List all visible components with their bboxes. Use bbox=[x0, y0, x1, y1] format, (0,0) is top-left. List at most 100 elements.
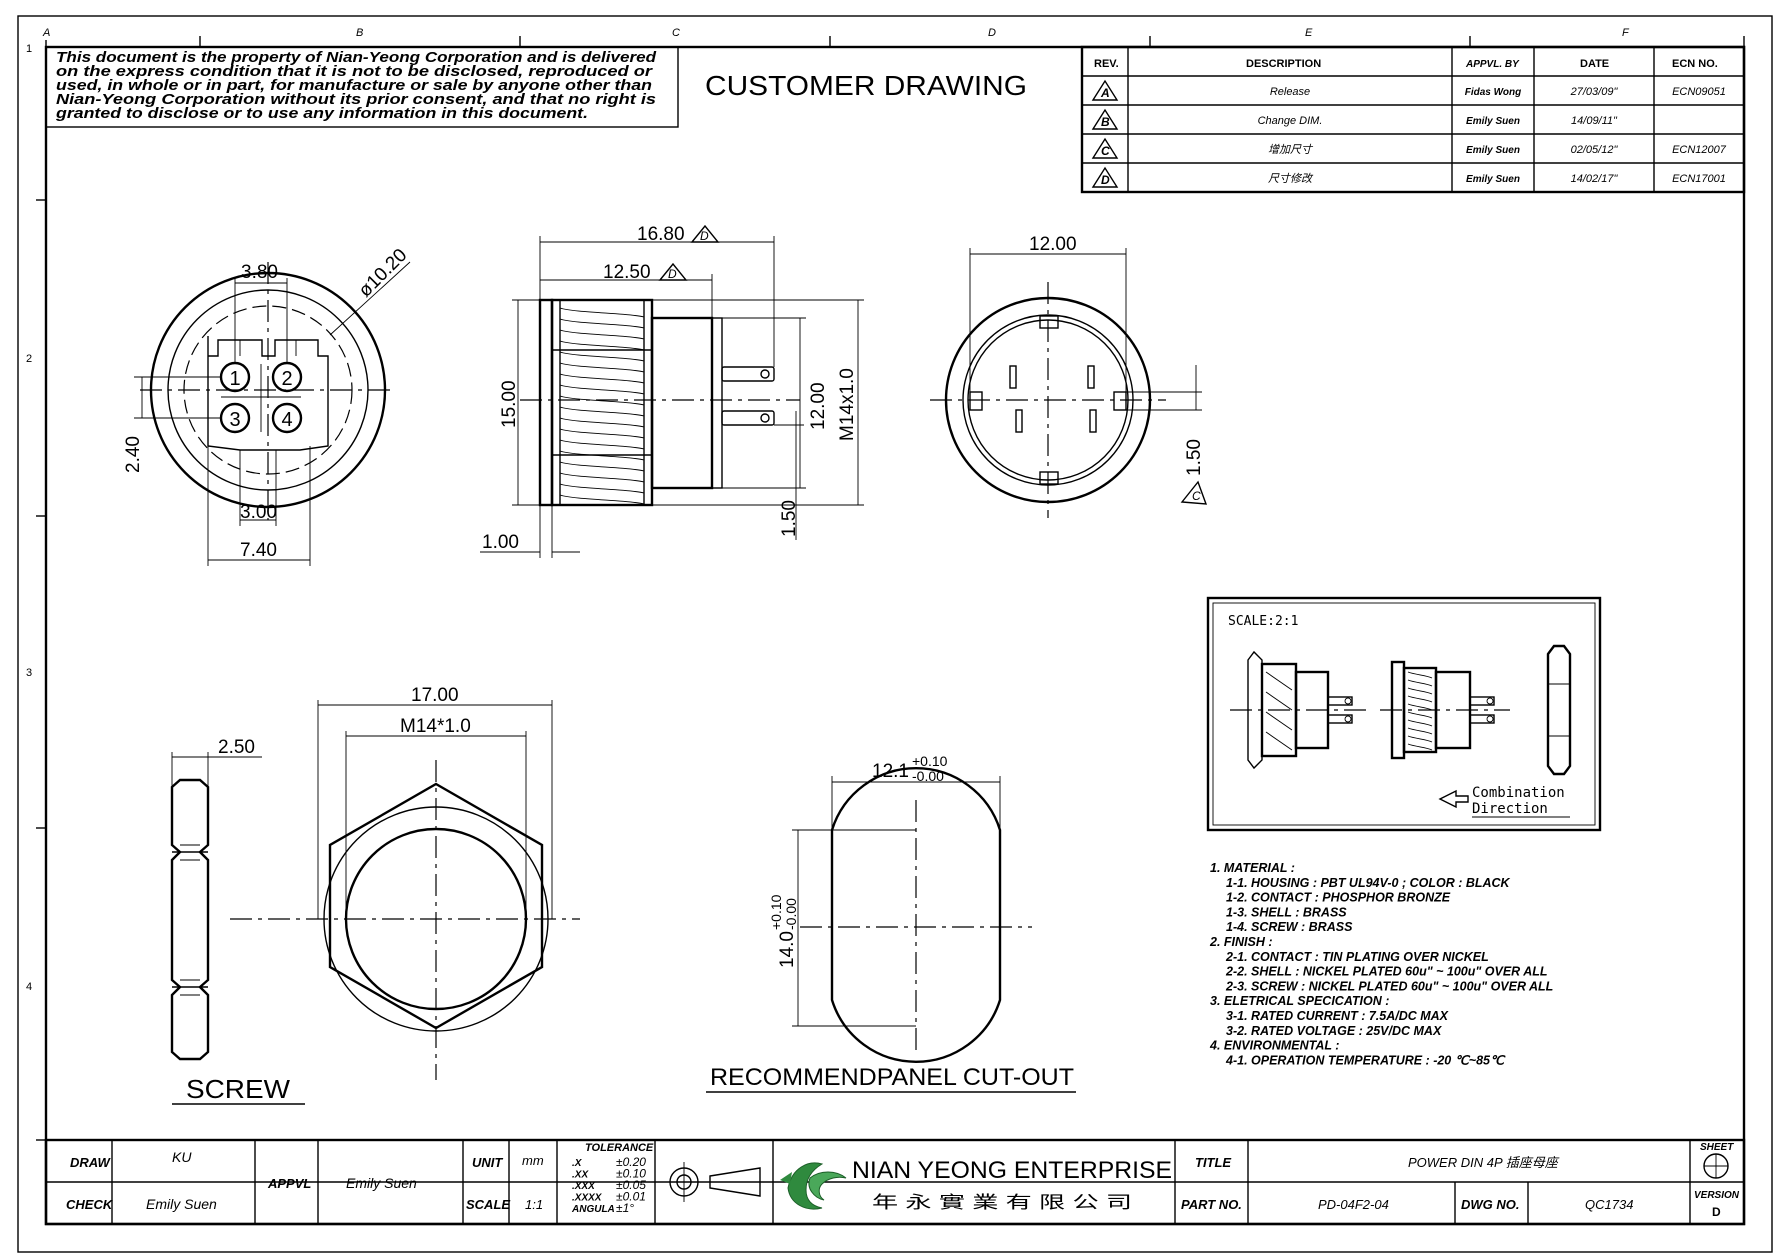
company-name-cn: 年 永 實 業 有 限 公 司 bbox=[872, 1193, 1132, 1212]
dim-screw-width: 17.00 bbox=[411, 685, 459, 706]
screw-face-view: 17.00 M14*1.0 bbox=[230, 685, 580, 1080]
dim-side-pin: 1.50 bbox=[779, 500, 800, 537]
rev-header-rev: REV. bbox=[1094, 58, 1119, 70]
grid-row-4: 4 bbox=[26, 981, 32, 993]
rev-date: 27/03/09" bbox=[1570, 86, 1619, 98]
rev-marker-side-overall: D bbox=[700, 229, 709, 243]
pin-2-circle bbox=[271, 361, 303, 393]
dim-front-diameter: ø10.20 bbox=[355, 245, 412, 302]
label-panel-cutout: RECOMMENDPANEL CUT-OUT bbox=[710, 1064, 1074, 1091]
rev-header-appvl: APPVL. BY bbox=[1465, 59, 1520, 70]
tb-check-value: Emily Suen bbox=[146, 1196, 217, 1212]
note-line: 1-3. SHELL : BRASS bbox=[1226, 905, 1347, 919]
tolerance-key: .XX bbox=[572, 1170, 589, 1181]
grid-col-c: C bbox=[672, 27, 680, 39]
note-line: 3. ELETRICAL SPECICATION : bbox=[1210, 994, 1389, 1008]
rev-header-description: DESCRIPTION bbox=[1246, 58, 1321, 70]
tb-draw-value: KU bbox=[172, 1149, 192, 1165]
notice-line-5: granted to disclose or to use any inform… bbox=[55, 106, 588, 122]
tb-check-label: CHECK bbox=[66, 1197, 114, 1212]
tb-tolerance-label: TOLERANCE bbox=[585, 1142, 654, 1154]
dim-rear-pin: 1.50 bbox=[1184, 439, 1205, 476]
rev-marker-rear-pin: C bbox=[1192, 489, 1201, 503]
note-line: 3-1. RATED CURRENT : 7.5A/DC MAX bbox=[1226, 1009, 1449, 1023]
tolerance-value: ±0.01 bbox=[616, 1190, 646, 1204]
dim-front-bottom: 7.40 bbox=[240, 540, 277, 561]
note-line: 2-3. SCREW : NICKEL PLATED 60u" ~ 100u" … bbox=[1225, 979, 1553, 993]
screw-side-view: 2.50 SCREW bbox=[170, 737, 305, 1105]
dim-side-height: 15.00 bbox=[499, 380, 520, 428]
dim-cutout-height-tol-plus: +0.10 bbox=[768, 894, 784, 930]
grid-col-e: E bbox=[1305, 27, 1313, 39]
note-line: 1-2. CONTACT : PHOSPHOR BRONZE bbox=[1226, 891, 1451, 905]
tb-part-label: PART NO. bbox=[1181, 1197, 1242, 1212]
rev-triangle bbox=[1091, 79, 1119, 101]
grid-rows: 1 2 3 4 bbox=[26, 43, 46, 1141]
dim-cutout-height: 14.0 bbox=[777, 931, 798, 968]
tb-appvl-label: APPVL bbox=[267, 1176, 311, 1191]
grid-col-b: B bbox=[356, 27, 363, 39]
notice-line-3: used, in whole or in part, for manufactu… bbox=[56, 78, 652, 94]
scale-box-direction: Direction bbox=[1472, 801, 1548, 817]
dim-rear-width: 12.00 bbox=[1029, 234, 1077, 255]
notice-line-2: on the express condition that it is not … bbox=[56, 64, 654, 80]
projection-symbol bbox=[664, 1162, 766, 1202]
tolerance-key: .XXXX bbox=[572, 1193, 603, 1204]
pin-3-label: 3 bbox=[229, 409, 240, 431]
note-line: 4. ENVIRONMENTAL : bbox=[1209, 1039, 1339, 1053]
note-line: 2-2. SHELL : NICKEL PLATED 60u" ~ 100u" … bbox=[1225, 965, 1548, 979]
rev-code: B bbox=[1101, 115, 1110, 129]
pin-4-circle bbox=[271, 402, 303, 434]
rev-code: D bbox=[1101, 173, 1110, 187]
rev-marker-side-body: D bbox=[668, 267, 677, 281]
tb-scale-value: 1:1 bbox=[525, 1197, 543, 1212]
side-view: 16.80 D 12.50 D 15.00 12.00 M14x1.0 1.00… bbox=[480, 224, 864, 558]
rev-approved-by: Fidas Wong bbox=[1465, 87, 1521, 98]
tb-unit-label: UNIT bbox=[472, 1155, 503, 1170]
dim-screw-thickness: 2.50 bbox=[218, 737, 255, 758]
company-logo bbox=[780, 1162, 847, 1210]
company-name: NIAN YEONG ENTERPRISE bbox=[852, 1157, 1172, 1184]
dim-side-overall: 16.80 bbox=[637, 224, 685, 245]
revision-table: REV. DESCRIPTION APPVL. BY DATE ECN NO. … bbox=[1080, 45, 1746, 194]
rev-date: 02/05/12" bbox=[1571, 144, 1619, 156]
scale-box-combination: Combination bbox=[1472, 785, 1565, 801]
dim-side-inner: 12.00 bbox=[808, 382, 829, 430]
note-line: 4-1. OPERATION TEMPERATURE : -20 ℃~85℃ bbox=[1225, 1053, 1506, 1067]
rev-code: A bbox=[1100, 86, 1110, 100]
pin-4-label: 4 bbox=[281, 409, 292, 431]
notice-line-1: This document is the property of Nian-Ye… bbox=[56, 50, 657, 66]
tolerance-value: ±0.10 bbox=[616, 1167, 646, 1181]
tb-scale-label: SCALE bbox=[466, 1197, 510, 1212]
tolerance-key: .X bbox=[572, 1158, 583, 1169]
note-line: 2-1. CONTACT : TIN PLATING OVER NICKEL bbox=[1225, 950, 1489, 964]
rev-triangle bbox=[1091, 137, 1119, 159]
dim-front-inner-bottom: 3.00 bbox=[240, 502, 277, 523]
rev-code: C bbox=[1101, 144, 1110, 158]
dim-front-top: 3.80 bbox=[241, 262, 278, 283]
dim-side-body: 12.50 bbox=[603, 262, 651, 283]
pin-1-label: 1 bbox=[229, 368, 240, 390]
tb-part-value: PD-04F2-04 bbox=[1318, 1197, 1389, 1212]
grid-row-3: 3 bbox=[26, 667, 32, 679]
tb-appvl-value: Emily Suen bbox=[346, 1175, 417, 1191]
dim-cutout-width-tol-minus: -0.00 bbox=[912, 768, 944, 784]
tb-unit-value: mm bbox=[522, 1153, 544, 1168]
rev-approved-by: Emily Suen bbox=[1466, 174, 1520, 185]
grid-col-f: F bbox=[1622, 27, 1630, 39]
dim-cutout-width: 12.1 bbox=[872, 761, 909, 782]
rev-triangle bbox=[1091, 108, 1119, 130]
pin-2-label: 2 bbox=[281, 368, 292, 390]
tolerance-value: ±1° bbox=[616, 1201, 634, 1215]
tb-draw-label: DRAW bbox=[70, 1155, 111, 1170]
grid-columns: A B C D E F bbox=[42, 27, 1745, 47]
rev-description: 增加尺寸 bbox=[1268, 143, 1314, 156]
rev-triangle bbox=[1091, 166, 1119, 188]
tb-version-label: VERSION bbox=[1694, 1190, 1740, 1201]
grid-row-1: 1 bbox=[26, 43, 32, 55]
